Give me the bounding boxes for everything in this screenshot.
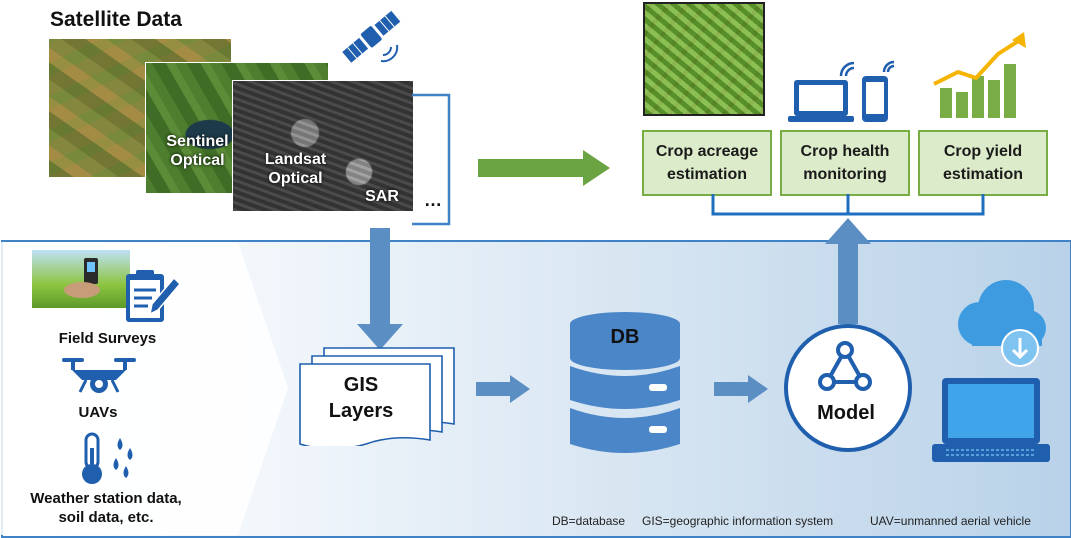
database-icon (570, 312, 680, 453)
satellite-icon (342, 10, 401, 63)
model-network-icon (818, 341, 872, 391)
sar-label: SAR (365, 188, 399, 205)
devices-icon (788, 60, 895, 122)
model-to-outputs-arrow (825, 218, 871, 324)
laptop-icon (788, 80, 854, 122)
drone-icon (62, 358, 136, 393)
gis-layers-icon (299, 347, 455, 446)
db-label: DB (610, 326, 640, 348)
sentinel-label: Sentinel Optical (166, 133, 229, 169)
bar-chart-icon (933, 32, 1026, 118)
thermometer-icon (82, 432, 102, 484)
crop-yield-box: Crop yield estimation (918, 130, 1048, 196)
satellite-data-title: Satellite Data (50, 8, 182, 31)
wifi-icon (839, 60, 895, 77)
uavs-label: UAVs (78, 404, 118, 421)
gis-layers-label: GIS Layers (328, 374, 394, 422)
laptop-icon (932, 378, 1050, 462)
clipboard-icon (126, 270, 182, 322)
sar-image (232, 80, 414, 212)
input-chevron (0, 242, 288, 535)
weather-data-label: Weather station data, soil data, etc. (30, 490, 182, 526)
more-sources-ellipsis: … (424, 190, 442, 210)
satellite-to-gis-arrow (357, 228, 403, 350)
gis-to-db-arrow (476, 375, 530, 403)
droplets-icon (113, 438, 133, 478)
footnote-gis: GIS=geographic information system (642, 514, 834, 528)
crop-acreage-box: Crop acreage estimation (642, 130, 772, 196)
phone-icon (862, 76, 888, 122)
outputs-connector (711, 194, 985, 216)
trend-arrow-icon (933, 38, 1022, 86)
green-arrow (478, 150, 610, 186)
model-label: Model (817, 402, 875, 424)
footnote-uav: UAV=unmanned aerial vehicle (870, 514, 1031, 528)
weather-icons (82, 432, 133, 484)
field-survey-photo (32, 250, 130, 308)
footnote-db: DB=database (552, 514, 626, 528)
crop-map-image (643, 2, 765, 116)
field-surveys-label: Field Surveys (58, 330, 157, 347)
crop-health-box: Crop health monitoring (780, 130, 910, 196)
db-to-model-arrow (714, 375, 768, 403)
more-sources-bracket (412, 93, 451, 226)
landsat-label: Landsat Optical (264, 151, 327, 187)
cloud-download-icon (958, 280, 1046, 367)
